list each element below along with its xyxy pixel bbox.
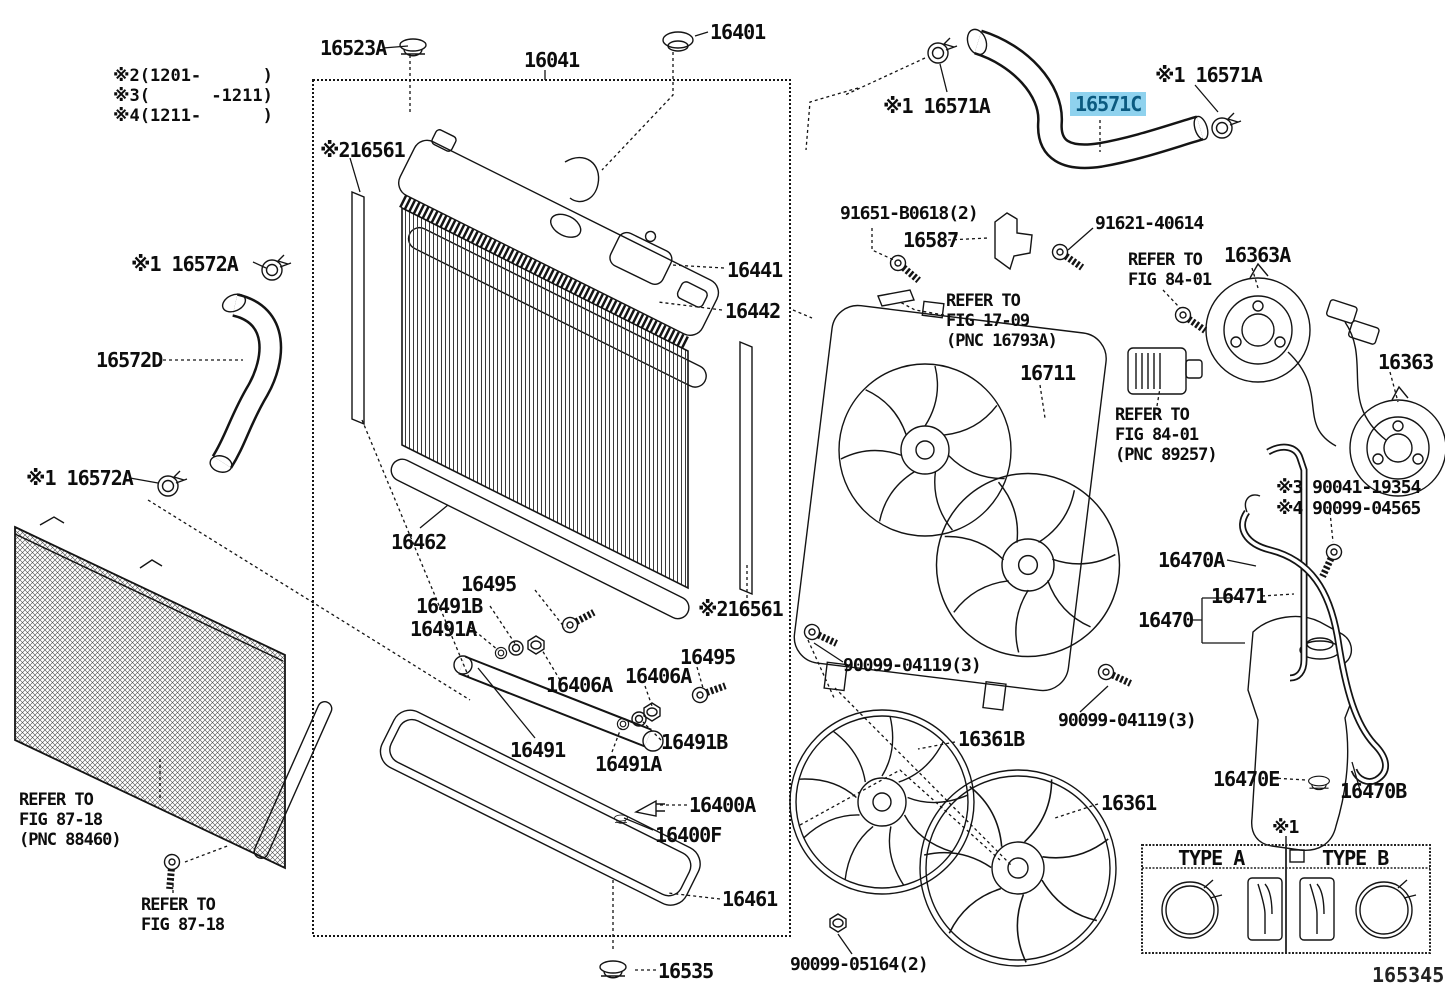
part-label-16561-2[interactable]: ※216561 [698,597,784,621]
part-label-16495-1[interactable]: 16495 [461,572,517,596]
fan-16361B-art [789,709,975,895]
condenser-art [14,516,333,870]
part-label-16400A[interactable]: 16400A [689,793,756,817]
figure-number: 165345 [1372,963,1445,987]
bracket-16587-art [994,212,1033,271]
part-label-16711[interactable]: 16711 [1020,361,1076,385]
part-label-16495-2[interactable]: 16495 [680,645,736,669]
part-label-16363[interactable]: 16363 [1378,350,1434,374]
exploded-view-box [312,79,791,937]
part-label-16471[interactable]: 16471 [1211,584,1267,608]
left-hose-art [209,293,283,473]
refer-fig-84-01-pnc-89257: REFER TO FIG 84-01 (PNC 89257) [1115,405,1218,465]
part-label-90099-04119-2[interactable]: 90099-04119(3) [1058,710,1197,731]
refer-fig-84-01: REFER TO FIG 84-01 [1128,250,1212,290]
part-label-16587[interactable]: 16587 [903,228,959,252]
part-label-16470[interactable]: 16470 [1138,608,1194,632]
radiator-assembly-art [351,129,753,906]
part-label-16470B[interactable]: 16470B [1340,779,1407,803]
refer-fig-87-18-pnc-88460: REFER TO FIG 87-18 (PNC 88460) [19,790,122,850]
refer-fig-87-18: REFER TO FIG 87-18 [141,895,225,935]
part-label-91621-40614[interactable]: 91621-40614 [1095,213,1204,234]
part-label-16561-1[interactable]: ※216561 [320,138,406,162]
part-label-16406A-2[interactable]: 16406A [625,664,692,688]
part-label-16572A-1[interactable]: ※1 16572A [131,252,239,276]
applicability-notes: ※2(1201- ) ※3( -1211) ※4(1211- ) [113,66,273,126]
part-label-90099-05164[interactable]: 90099-05164(2) [790,954,929,975]
part-label-16491[interactable]: 16491 [510,738,566,762]
part-label-16470A[interactable]: 16470A [1158,548,1225,572]
part-label-91651-B0618[interactable]: 91651-B0618(2) [840,203,979,224]
clamp-type-table [1141,836,1431,954]
part-label-16361B[interactable]: 16361B [958,727,1025,751]
part-label-16491B-1[interactable]: 16491B [416,594,483,618]
part-label-90099-04565[interactable]: ※4 90099-04565 [1276,498,1421,519]
reservoir-art [1239,443,1389,863]
clamp-table-note: ※1 [1272,817,1299,838]
part-label-16571A-2[interactable]: ※1 16571A [1155,63,1263,87]
part-label-16572A-2[interactable]: ※1 16572A [26,466,134,490]
part-label-16462[interactable]: 16462 [391,530,447,554]
hardware-art [157,31,1344,979]
part-label-16571A-1[interactable]: ※1 16571A [883,94,991,118]
clamp-table-type-b-header: TYPE B [1322,846,1389,870]
part-label-16400F[interactable]: 16400F [655,823,722,847]
part-label-16442[interactable]: 16442 [725,299,781,323]
part-label-16491A-1[interactable]: 16491A [410,617,477,641]
leader-lines [129,31,1399,971]
part-label-16535[interactable]: 16535 [658,959,714,983]
part-label-16363A[interactable]: 16363A [1224,243,1291,267]
part-label-16572D[interactable]: 16572D [96,348,163,372]
part-label-16401[interactable]: 16401 [710,20,766,44]
fan-motor-art [1127,262,1445,497]
part-label-90041-19354[interactable]: ※3 90041-19354 [1276,477,1421,498]
refer-fig-17-09: REFER TO FIG 17-09 (PNC 16793A) [946,291,1058,351]
part-label-16491B-2[interactable]: 16491B [661,730,728,754]
part-label-16571C-highlighted[interactable]: 16571C [1070,92,1147,116]
part-label-16406A-1[interactable]: 16406A [546,673,613,697]
fan-16361-art [903,752,1131,980]
part-label-16441[interactable]: 16441 [727,258,783,282]
fan-shroud-art [793,289,1143,711]
part-label-16491A-2[interactable]: 16491A [595,752,662,776]
part-label-16361[interactable]: 16361 [1101,791,1157,815]
part-label-16041[interactable]: 16041 [524,48,580,72]
part-label-16461[interactable]: 16461 [722,887,778,911]
part-label-90099-04119-1[interactable]: 90099-04119(3) [843,655,982,676]
upper-hose-art [966,28,1209,170]
clamp-table-type-a-header: TYPE A [1178,846,1245,870]
part-label-16523A[interactable]: 16523A [320,36,387,60]
part-label-16470E[interactable]: 16470E [1213,767,1280,791]
